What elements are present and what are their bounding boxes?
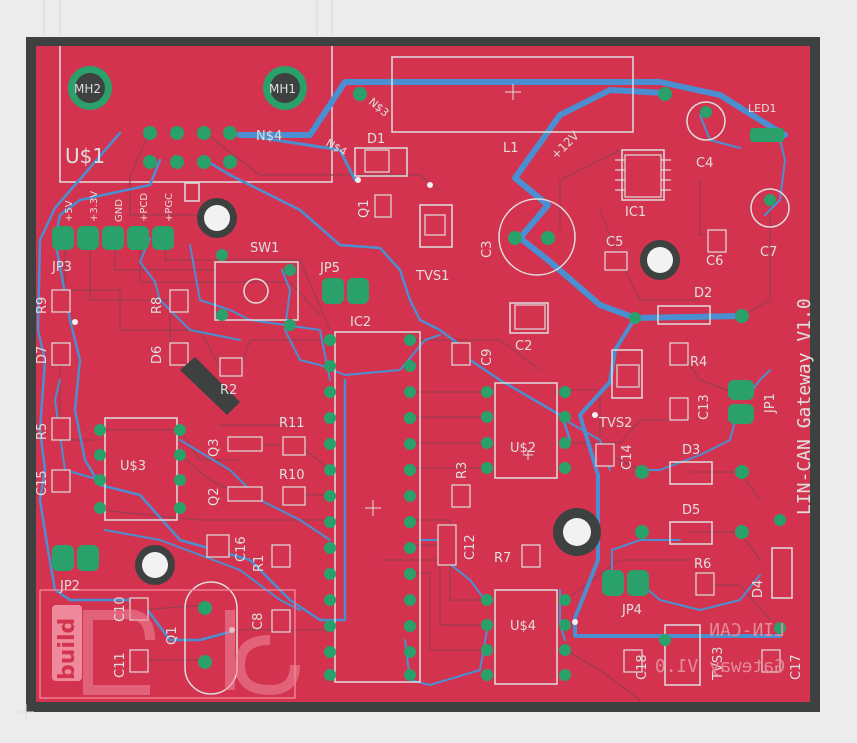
svg-text:Gateway V1.0: Gateway V1.0 <box>655 656 785 677</box>
label-pin-33v: +3.3V <box>89 191 100 222</box>
label-r3: R3 <box>455 462 470 479</box>
label-jp1: JP1 <box>763 393 778 414</box>
label-r8: R8 <box>150 297 165 314</box>
smd-components <box>51 149 781 673</box>
svg-text:build: build <box>55 618 80 680</box>
label-d4: D4 <box>751 580 766 598</box>
label-d3: D3 <box>682 443 700 458</box>
label-d5: D5 <box>682 503 700 518</box>
label-r5: R5 <box>35 423 50 440</box>
label-us3: U$3 <box>120 459 146 474</box>
label-jp3: JP3 <box>51 260 72 275</box>
label-c3: C3 <box>480 241 495 258</box>
through-hole-pads <box>52 87 786 669</box>
label-r9: R9 <box>35 297 50 314</box>
label-sw1: SW1 <box>250 241 279 256</box>
label-q1: Q1 <box>165 626 180 645</box>
label-c16: C16 <box>234 536 249 562</box>
label-c18: C18 <box>635 654 650 680</box>
label-led: LED1 <box>748 102 777 115</box>
vias <box>72 177 598 633</box>
label-us4: U$4 <box>510 619 536 634</box>
build-logo: build <box>52 605 300 696</box>
label-r6: R6 <box>694 557 711 572</box>
board-substrate <box>36 46 810 702</box>
label-mh2: MH2 <box>74 82 101 96</box>
label-ic1: IC1 <box>625 205 646 220</box>
label-c13: C13 <box>697 394 712 420</box>
silkscreen-outlines <box>39 56 793 699</box>
svg-text:LIN-CAN: LIN-CAN <box>709 620 785 641</box>
label-c10: C10 <box>113 596 128 622</box>
label-r4: R4 <box>690 355 707 370</box>
mounting-holes <box>68 66 680 585</box>
label-c14: C14 <box>620 444 635 470</box>
label-q2: Q2 <box>207 487 222 506</box>
label-ic2: IC2 <box>350 315 371 330</box>
label-n4a: N$4 <box>256 129 282 144</box>
bottom-layer-traces <box>36 79 788 686</box>
label-c12: C12 <box>463 534 478 560</box>
label-mh1: MH1 <box>269 82 296 96</box>
label-c7: C7 <box>760 245 777 260</box>
label-d6: D6 <box>150 346 165 364</box>
ic2-dip-pads <box>324 334 416 681</box>
label-c9: C9 <box>480 349 495 366</box>
label-d7: D7 <box>35 346 50 364</box>
label-jp5: JP5 <box>319 261 340 276</box>
label-c5: C5 <box>606 235 623 250</box>
label-r7: R7 <box>494 551 511 566</box>
label-q1-upper: Q1 <box>357 199 372 218</box>
board-title: LIN-CAN Gateway V1.0 <box>794 298 815 515</box>
label-c6: C6 <box>706 254 723 269</box>
label-r10: R10 <box>279 468 305 483</box>
label-us2: U$2 <box>510 441 536 456</box>
ic-pads <box>94 386 571 681</box>
label-c4: C4 <box>696 156 713 171</box>
label-c17: C17 <box>789 654 804 680</box>
label-tvs1: TVS1 <box>415 269 449 284</box>
label-c8: C8 <box>251 613 266 630</box>
label-pin-5v: +5V <box>64 200 75 222</box>
label-pin-pcd: +PCD <box>139 193 150 222</box>
label-r2: R2 <box>220 383 237 398</box>
label-d2: D2 <box>694 286 712 301</box>
label-r1: R1 <box>252 555 267 572</box>
label-q3: Q3 <box>207 438 222 457</box>
label-r11: R11 <box>279 416 305 431</box>
component-labels: MH2 MH1 U$1 N$4 N$4 N$3 L1 D1 Q1 +12V C4… <box>35 82 804 681</box>
label-d1: D1 <box>367 132 385 147</box>
label-pin-pgc: +PGC <box>164 193 175 222</box>
label-l1: L1 <box>503 141 519 156</box>
label-tvs2: TVS2 <box>598 416 632 431</box>
label-c2: C2 <box>515 339 532 354</box>
label-pin-gnd: GND <box>114 199 125 222</box>
label-c15: C15 <box>35 470 50 496</box>
usb-connector-outline <box>43 0 333 183</box>
crystal-component <box>180 357 240 415</box>
ic1-chip <box>615 154 671 198</box>
label-c11: C11 <box>113 652 128 678</box>
label-jp2: JP2 <box>59 579 80 594</box>
label-jp4: JP4 <box>621 603 642 618</box>
label-us1: U$1 <box>65 144 105 168</box>
label-tvs3: TVS3 <box>711 647 726 681</box>
origin-markers <box>18 84 533 720</box>
mirrored-title: LIN-CAN Gateway V1.0 <box>655 620 785 677</box>
